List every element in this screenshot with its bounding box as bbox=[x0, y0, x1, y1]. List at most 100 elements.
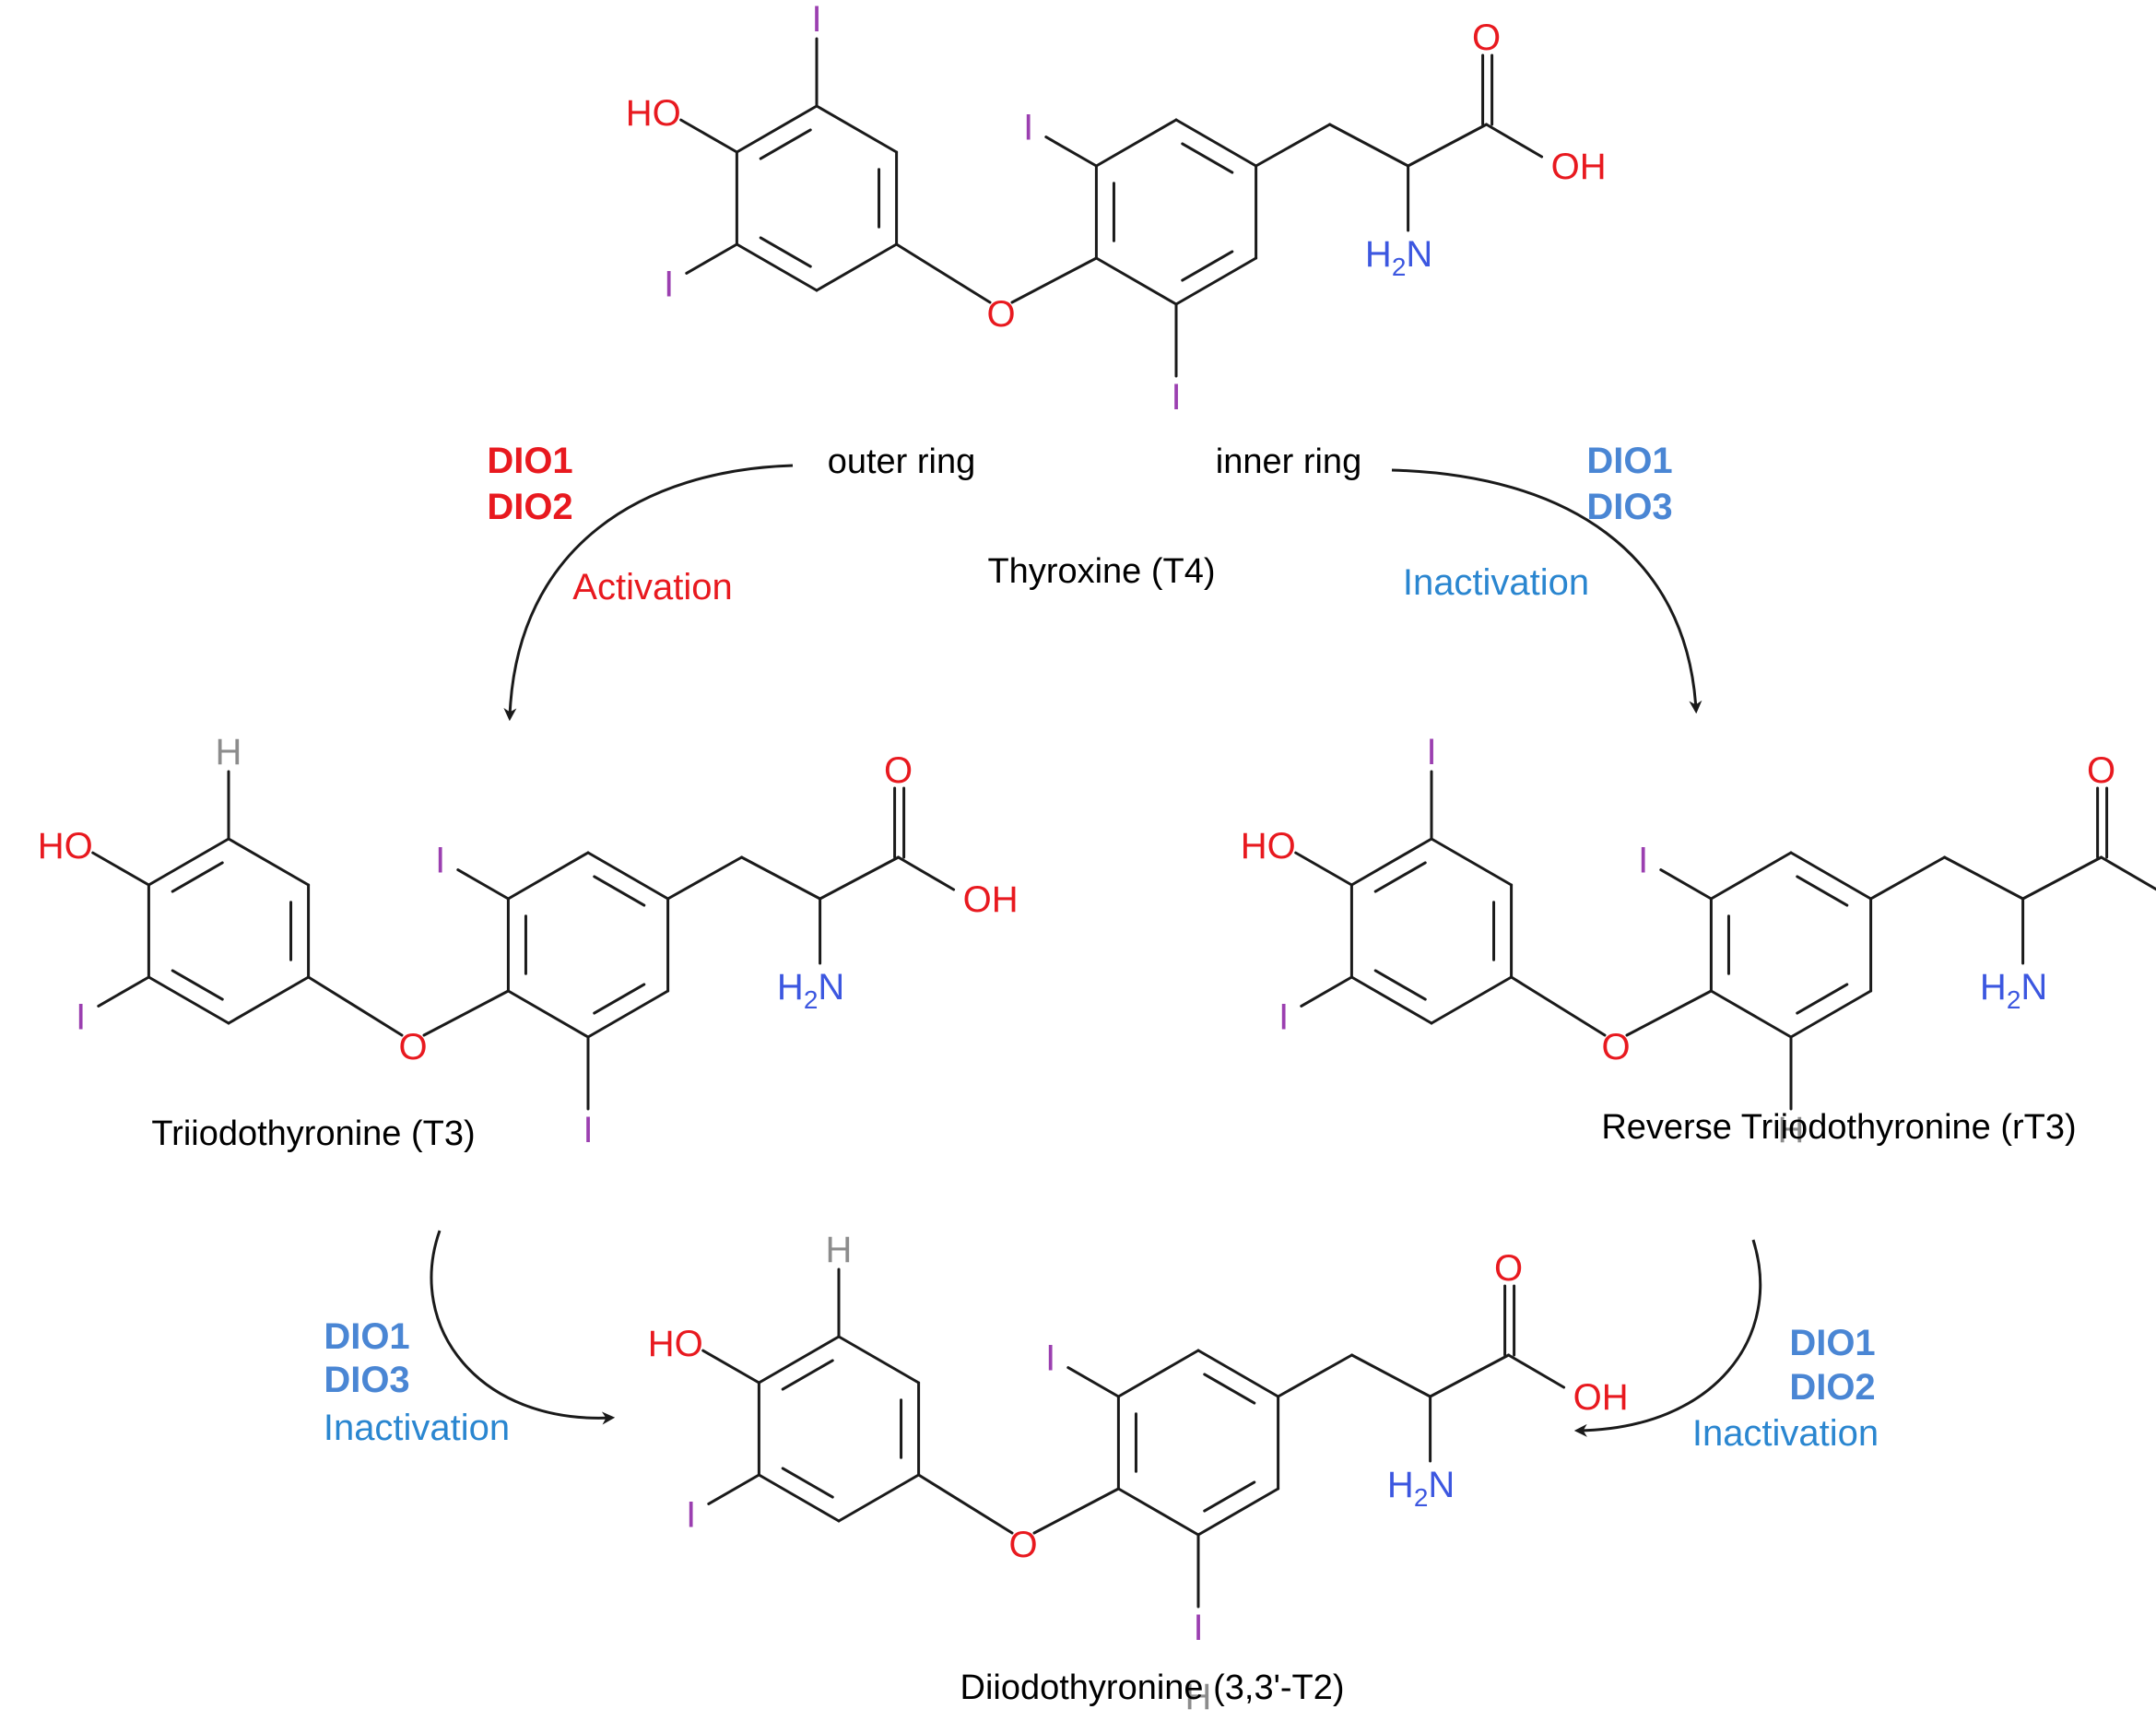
mol-t2-outer-left-iodine-bond bbox=[707, 1473, 760, 1505]
outer-ring-label: outer ring bbox=[828, 442, 976, 481]
mol-t3-hydroxyl-bond bbox=[91, 851, 150, 887]
mol-rt3-outer-left-iodine: I bbox=[1278, 996, 1289, 1037]
mol-rt3-ether-bond-1 bbox=[1510, 975, 1607, 1037]
mol-rt3-chain-bond-2 bbox=[1943, 855, 2025, 901]
mol-t2-inner-top-iodine-bond bbox=[1066, 1366, 1120, 1398]
mol-t3-outer-bond-3 bbox=[147, 975, 230, 1025]
mol-t2-hydroxyl-bond bbox=[701, 1349, 760, 1385]
rt3-t2-process: Inactivation bbox=[1692, 1413, 1879, 1454]
mol-rt3-outer-bond-0 bbox=[1430, 837, 1514, 887]
mol-t4-outer-bond-2 bbox=[815, 242, 899, 292]
mol-t2-outer-bond-5 bbox=[757, 1335, 841, 1385]
mol-t3-carbonyl-oxygen: O bbox=[884, 750, 913, 791]
mol-t3-ether-bond-1 bbox=[307, 975, 404, 1037]
t3-t2-enzyme-1: DIO1 bbox=[324, 1316, 409, 1357]
mol-t3-outer-bond-2 bbox=[227, 975, 311, 1025]
mol-t4-inner-bond-3 bbox=[1094, 256, 1178, 306]
mol-t2-inner-bond-0 bbox=[1196, 1349, 1280, 1398]
mol-t3-ether-oxygen: O bbox=[398, 1027, 427, 1067]
mol-t2-outer-bond-3 bbox=[757, 1473, 841, 1523]
mol-rt3-ether-oxygen: O bbox=[1601, 1027, 1630, 1067]
mol-t4-inner-bond-2 bbox=[1174, 256, 1258, 306]
mol-t4-outer-dbond-3 bbox=[759, 236, 812, 268]
mol-t3-inner-bottom-iodine: I bbox=[583, 1110, 593, 1150]
mol-t4-chain-bond-1 bbox=[1255, 123, 1332, 168]
mol-t3-outer-bond-0 bbox=[227, 837, 311, 887]
mol-t3-chain-bond-1 bbox=[666, 855, 744, 901]
mol-t2-carbonyl-oxygen: O bbox=[1494, 1248, 1523, 1289]
mol-rt3-inner-top-iodine: I bbox=[1638, 841, 1648, 881]
mol-t4-inner-bond-5 bbox=[1094, 118, 1178, 168]
mol-t3-outer-left-iodine: I bbox=[76, 996, 86, 1037]
mol-t4-hydroxyl: HO bbox=[626, 93, 681, 134]
mol-rt3-outer-bond-3 bbox=[1349, 975, 1433, 1025]
rt3-name: Reverse Triiodothyronine (rT3) bbox=[1601, 1108, 2076, 1147]
mol-t4-ether-bond-2 bbox=[1010, 256, 1098, 304]
mol-t2-inner-top-iodine: I bbox=[1045, 1338, 1055, 1379]
mol-t2-inner-bond-3 bbox=[1116, 1487, 1200, 1537]
mol-t3-acid-hydroxyl: OH bbox=[963, 879, 1019, 920]
t4-t3-enzyme-2: DIO2 bbox=[487, 487, 572, 527]
mol-t4-outer-dbond-5 bbox=[759, 128, 812, 160]
mol-t4-outer-top-sub: I bbox=[811, 0, 821, 40]
mol-t2-inner-bottom-hydrogen: H bbox=[1185, 1677, 1212, 1717]
t4-to-t3-arrow bbox=[503, 464, 794, 722]
mol-t3-inner-bond-2 bbox=[586, 989, 670, 1039]
mol-t4-outer-bond-3 bbox=[735, 242, 819, 292]
mol-t4-chain-bond-3 bbox=[1407, 123, 1489, 168]
mol-t4-outer-bond-0 bbox=[815, 104, 899, 154]
mol-t3-inner-dbond-0 bbox=[593, 875, 646, 907]
t2-name: Diiodothyronine (3,3'-T2) bbox=[960, 1668, 1345, 1707]
mol-rt3-ether-bond-2 bbox=[1625, 989, 1713, 1037]
reverse-triiodothyronine-structure: OHOIIIHOOHH2N bbox=[1241, 732, 2156, 1150]
mol-t2-ether-bond-1 bbox=[917, 1473, 1014, 1535]
mol-t3-hydroxyl: HO bbox=[38, 826, 93, 866]
t4-rt3-process: Inactivation bbox=[1403, 562, 1589, 603]
mol-t4-ether-bond-1 bbox=[895, 242, 992, 304]
mol-t4-inner-dbond-2 bbox=[1181, 250, 1234, 282]
mol-rt3-inner-dbond-0 bbox=[1796, 875, 1849, 907]
mol-t4-inner-dbond-0 bbox=[1181, 142, 1234, 174]
mol-t3-inner-bond-5 bbox=[506, 851, 590, 901]
mol-t4-chain-bond-2 bbox=[1328, 123, 1410, 168]
mol-t3-outer-top-sub: H bbox=[216, 732, 242, 772]
mol-t2-outer-bond-2 bbox=[837, 1473, 921, 1523]
mol-t3-inner-top-iodine-bond bbox=[456, 868, 510, 901]
mol-t2-chain-bond-2 bbox=[1350, 1353, 1432, 1398]
mol-t2-inner-bond-2 bbox=[1196, 1487, 1280, 1537]
t4-rt3-enzyme-1: DIO1 bbox=[1586, 441, 1672, 481]
mol-t3-outer-left-iodine-bond bbox=[97, 975, 150, 1008]
mol-t2-amine: H2N bbox=[1387, 1465, 1455, 1512]
rt3-t2-enzyme-2: DIO2 bbox=[1789, 1367, 1875, 1408]
mol-t3-acid-bond bbox=[897, 855, 956, 891]
mol-rt3-hydroxyl-bond bbox=[1294, 851, 1353, 887]
mol-rt3-amine: H2N bbox=[1980, 967, 2047, 1014]
mol-t3-chain-bond-2 bbox=[740, 855, 822, 901]
mol-t2-ether-bond-2 bbox=[1032, 1487, 1120, 1535]
mol-t3-outer-bond-5 bbox=[147, 837, 230, 887]
mol-t4-outer-left-iodine-bond bbox=[685, 242, 738, 275]
mol-t2-outer-bond-0 bbox=[837, 1335, 921, 1385]
mol-rt3-acid-bond bbox=[2100, 855, 2156, 891]
t3-to-t2-arrow bbox=[430, 1230, 616, 1425]
mol-rt3-outer-dbond-3 bbox=[1373, 969, 1427, 1001]
mol-t4-inner-bottom-iodine: I bbox=[1171, 377, 1181, 418]
mol-rt3-outer-bond-2 bbox=[1430, 975, 1514, 1025]
mol-rt3-chain-bond-3 bbox=[2021, 855, 2103, 901]
mol-t3-amine: H2N bbox=[777, 967, 844, 1014]
t4-to-rt3-arrow bbox=[1391, 468, 1702, 714]
mol-t4-carbonyl-oxygen: O bbox=[1472, 18, 1501, 58]
mol-t2-outer-left-iodine: I bbox=[686, 1494, 696, 1535]
mol-t4-inner-top-iodine-bond bbox=[1044, 136, 1098, 168]
mol-rt3-inner-dbond-2 bbox=[1796, 983, 1849, 1015]
mol-t3-inner-bond-0 bbox=[586, 851, 670, 901]
rt3-t2-enzyme-1: DIO1 bbox=[1789, 1323, 1875, 1363]
mol-rt3-outer-left-iodine-bond bbox=[1300, 975, 1353, 1008]
t3-name: Triiodothyronine (T3) bbox=[151, 1114, 475, 1153]
mol-t2-outer-dbond-5 bbox=[781, 1359, 834, 1391]
mol-t4-outer-left-iodine: I bbox=[664, 264, 674, 304]
t4-t3-process: Activation bbox=[572, 567, 732, 607]
mol-t4-amine: H2N bbox=[1365, 234, 1432, 281]
